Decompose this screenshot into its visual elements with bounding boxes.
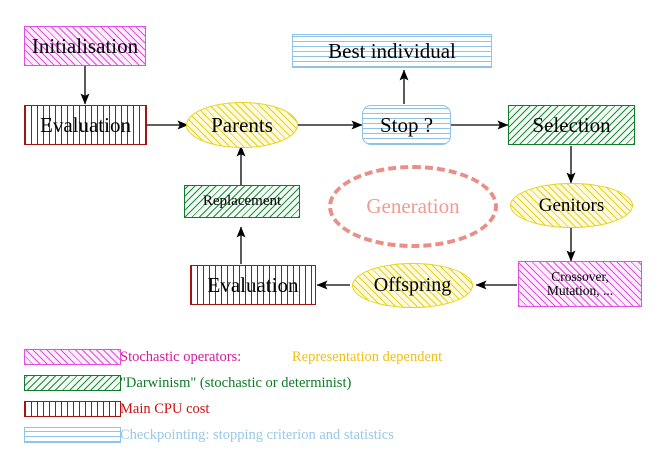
legend-swatch-magenta-diagonal-hatch: [24, 349, 121, 365]
node-crossover-mutation-line1: Crossover,: [551, 268, 609, 284]
node-offspring-label: Offspring: [373, 274, 452, 296]
legend-label-stochastic-operators: Stochastic operators:: [120, 348, 242, 365]
legend-row-stochastic-operators: Stochastic operators: Representation dep…: [0, 344, 662, 370]
node-replacement[interactable]: Replacement: [184, 185, 300, 218]
node-genitors[interactable]: Genitors: [510, 183, 633, 228]
legend-swatch-blue-horizontal-lines: [24, 427, 121, 443]
node-best-individual[interactable]: Best individual: [292, 34, 492, 68]
legend-row-checkpointing: Checkpointing: stopping criterion and st…: [0, 422, 662, 448]
node-stop-label: Stop ?: [379, 112, 434, 137]
node-best-individual-label: Best individual: [328, 38, 456, 63]
node-crossover-mutation[interactable]: Crossover, Mutation, ...: [518, 261, 642, 307]
node-parents-label: Parents: [211, 112, 273, 137]
legend-label-darwinism: "Darwinism" (stochastic or determinist): [120, 374, 352, 391]
legend-swatch-green-diagonal-hatch: [24, 375, 121, 391]
node-generation-label: Generation: [366, 194, 460, 218]
legend-label-main-cpu-cost: Main CPU cost: [120, 400, 210, 417]
node-evaluation-top[interactable]: Evaluation: [24, 105, 147, 145]
node-generation: Generation: [328, 165, 498, 248]
legend-row-darwinism: "Darwinism" (stochastic or determinist): [0, 370, 662, 396]
node-genitors-label: Genitors: [538, 194, 605, 216]
node-evaluation-top-label: Evaluation: [40, 112, 131, 137]
node-evaluation-bottom-label: Evaluation: [207, 272, 299, 297]
node-evaluation-bottom[interactable]: Evaluation: [190, 265, 316, 305]
node-selection[interactable]: Selection: [508, 105, 635, 145]
node-replacement-label: Replacement: [202, 192, 282, 209]
legend-row-main-cpu-cost: Main CPU cost: [0, 396, 662, 422]
legend-label-representation-dependent: Representation dependent: [292, 348, 443, 365]
node-parents[interactable]: Parents: [186, 102, 298, 148]
node-crossover-mutation-line2: Mutation, ...: [546, 283, 614, 298]
node-offspring[interactable]: Offspring: [352, 263, 473, 308]
node-selection-label: Selection: [532, 112, 611, 137]
node-initialisation-label: Initialisation: [31, 33, 139, 58]
legend-label-checkpointing: Checkpointing: stopping criterion and st…: [120, 426, 394, 443]
node-stop[interactable]: Stop ?: [362, 105, 451, 145]
legend-swatch-red-vertical-lines: [24, 401, 121, 417]
node-initialisation[interactable]: Initialisation: [24, 26, 146, 66]
